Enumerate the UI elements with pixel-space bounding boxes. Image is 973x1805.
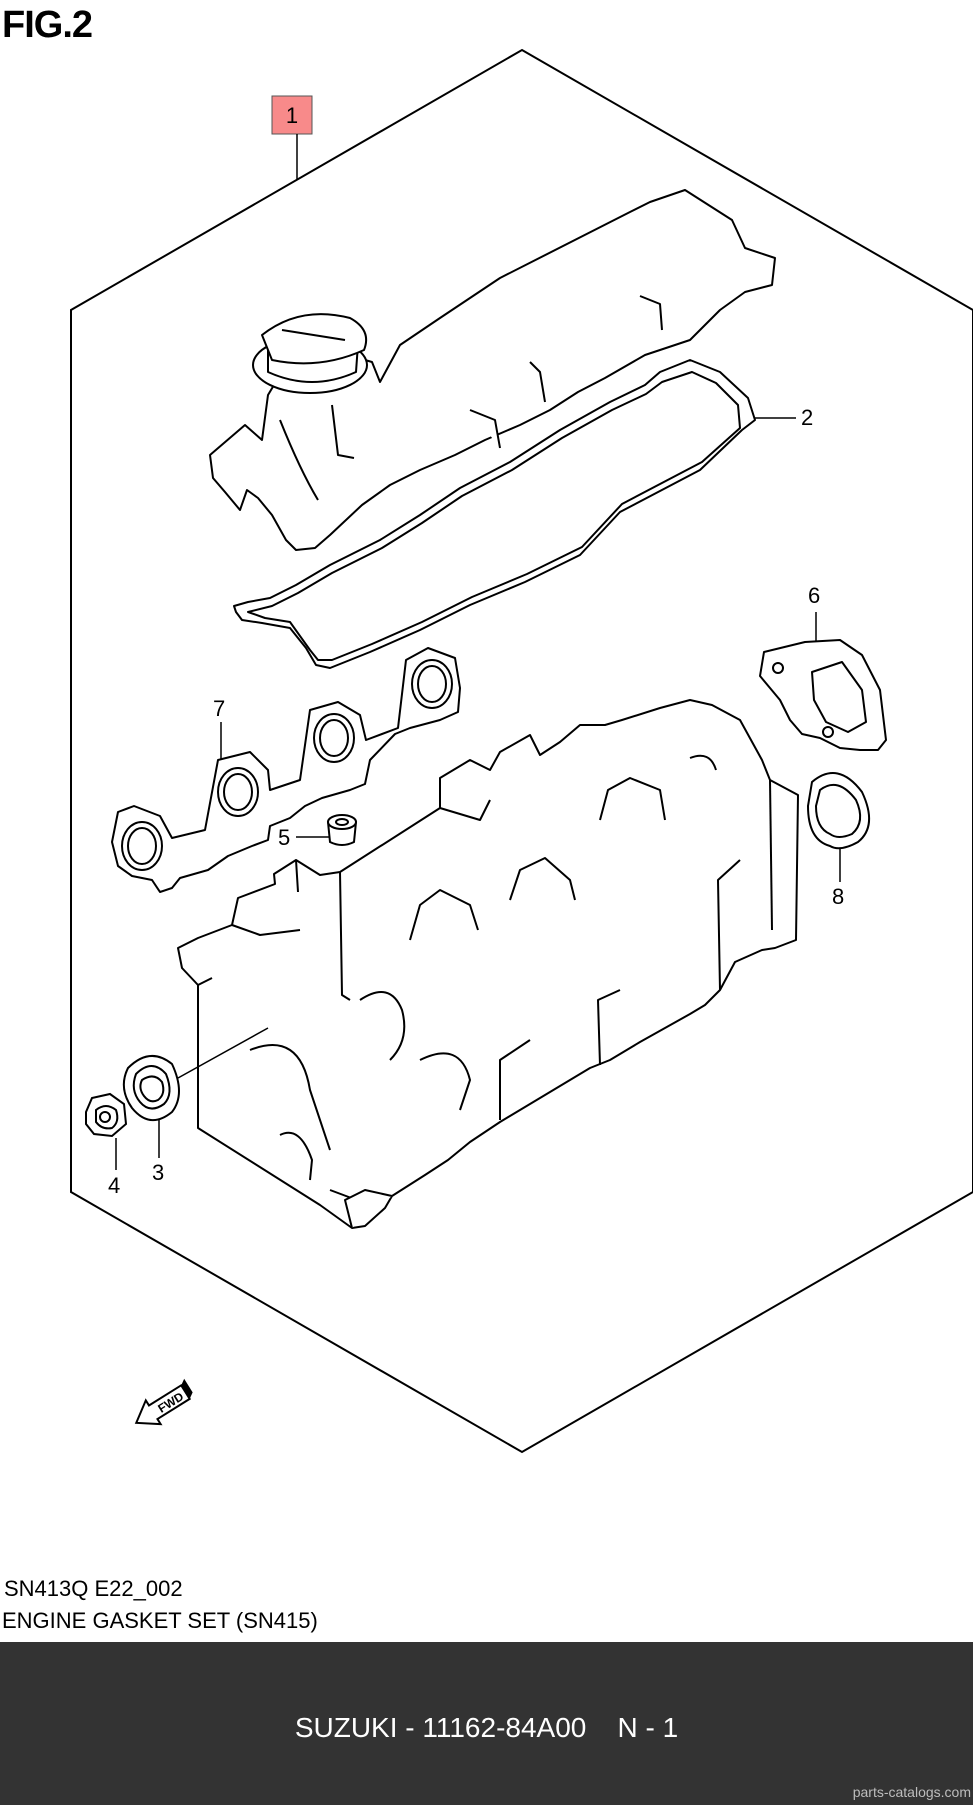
svg-text:1: 1 [286, 103, 298, 128]
set-boundary [70, 48, 973, 1454]
callout-4[interactable]: 4 [108, 1138, 120, 1198]
svg-text:6: 6 [808, 583, 820, 608]
cylinder-head [177, 699, 799, 1229]
parts-diagram: 1 2 7 [70, 48, 973, 1454]
valve-stem-seal [326, 814, 358, 846]
outlet-gasket [806, 772, 870, 850]
plug-nut [85, 1092, 128, 1138]
callout-5[interactable]: 5 [278, 825, 330, 850]
callout-6[interactable]: 6 [808, 583, 820, 642]
manifold-gasket [111, 647, 461, 893]
callout-8[interactable]: 8 [832, 848, 844, 909]
figure-code: SN413Q E22_002 [4, 1576, 183, 1601]
svg-text:8: 8 [832, 884, 844, 909]
site-watermark[interactable]: parts-catalogs.com [852, 1784, 971, 1800]
footer-bar [0, 1642, 973, 1805]
svg-text:2: 2 [801, 405, 813, 430]
callout-7[interactable]: 7 [213, 696, 225, 760]
cylinder-head-cover [209, 189, 776, 551]
cover-gasket [233, 359, 756, 669]
forward-arrow: FWD [134, 1378, 193, 1426]
svg-text:5: 5 [278, 825, 290, 850]
svg-text:4: 4 [108, 1173, 120, 1198]
callout-3[interactable]: 3 [152, 1120, 164, 1185]
svg-text:7: 7 [213, 696, 225, 721]
figure-title: FIG.2 [2, 4, 93, 46]
figure-description: ENGINE GASKET SET (SN415) [2, 1608, 318, 1633]
part-number-label: SUZUKI - 11162-84A00 N - 1 [294, 1712, 679, 1743]
callout-2[interactable]: 2 [755, 405, 813, 430]
svg-text:3: 3 [152, 1160, 164, 1185]
oil-seal [122, 1055, 180, 1121]
housing-gasket [759, 639, 887, 751]
seal-position-line [177, 1027, 269, 1079]
callout-1[interactable]: 1 [271, 95, 313, 180]
